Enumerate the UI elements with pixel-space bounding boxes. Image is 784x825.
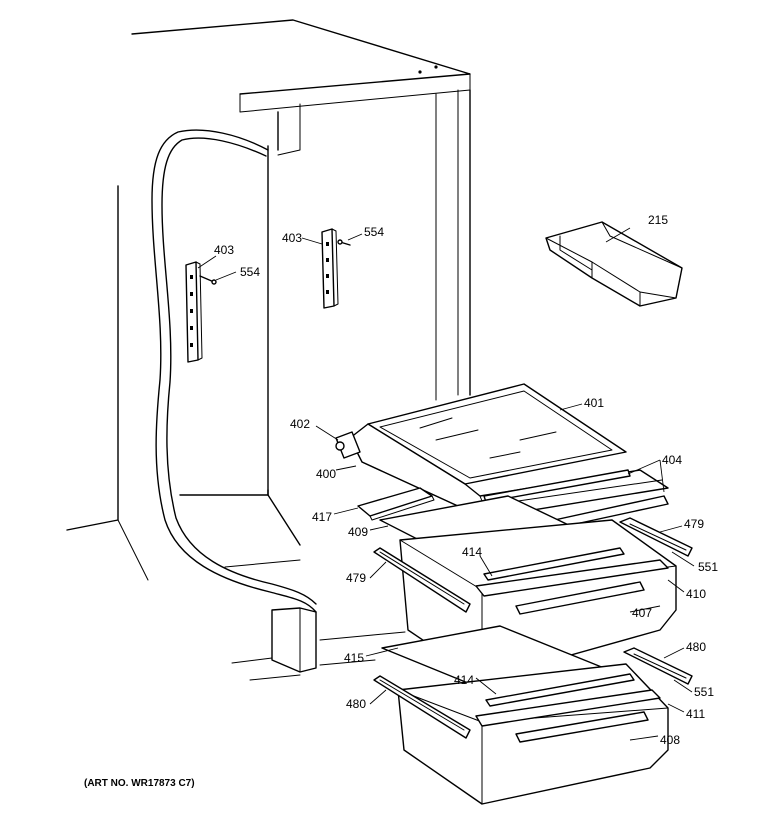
label-554-right: 554 bbox=[364, 225, 384, 239]
label-401: 401 bbox=[584, 396, 604, 410]
screw-554-right bbox=[337, 239, 351, 246]
label-480-left: 480 bbox=[346, 697, 366, 711]
label-479-left: 479 bbox=[346, 571, 366, 585]
rail-479-left bbox=[373, 547, 471, 613]
label-404: 404 bbox=[662, 453, 682, 467]
rail-414-upper bbox=[483, 547, 625, 581]
label-402: 402 bbox=[290, 417, 310, 431]
label-554-left: 554 bbox=[240, 265, 260, 279]
bin-215 bbox=[545, 221, 683, 307]
callout-labels: 215 401 402 400 403 554 403 554 404 417 … bbox=[214, 213, 718, 747]
label-408: 408 bbox=[660, 733, 680, 747]
label-400: 400 bbox=[316, 467, 336, 481]
label-551-lower: 551 bbox=[694, 685, 714, 699]
shelf-ladder-right bbox=[321, 228, 339, 309]
label-417: 417 bbox=[312, 510, 332, 524]
label-414-upper: 414 bbox=[462, 545, 482, 559]
label-551-upper: 551 bbox=[698, 560, 718, 574]
art-number-caption: (ART NO. WR17873 C7) bbox=[84, 778, 195, 789]
screw-554-left bbox=[199, 275, 217, 285]
label-409: 409 bbox=[348, 525, 368, 539]
label-415: 415 bbox=[344, 651, 364, 665]
label-410: 410 bbox=[686, 587, 706, 601]
rail-480-left bbox=[373, 675, 471, 739]
label-407: 407 bbox=[632, 606, 652, 620]
cover-417 bbox=[357, 487, 435, 521]
label-411: 411 bbox=[686, 707, 705, 721]
rail-479-right bbox=[619, 517, 693, 557]
rail-414-lower bbox=[485, 673, 635, 707]
drawer-408 bbox=[397, 663, 669, 805]
label-215: 215 bbox=[648, 213, 668, 227]
shelf-ladder-left bbox=[185, 261, 203, 363]
label-414-lower: 414 bbox=[454, 673, 474, 687]
label-480-right: 480 bbox=[686, 640, 706, 654]
leader-lines bbox=[197, 227, 695, 741]
cabinet bbox=[66, 19, 471, 681]
label-403-right: 403 bbox=[282, 231, 302, 245]
rail-480-right bbox=[623, 647, 693, 685]
label-479-right: 479 bbox=[684, 517, 704, 531]
bracket-402 bbox=[335, 431, 361, 459]
label-403-left: 403 bbox=[214, 243, 234, 257]
